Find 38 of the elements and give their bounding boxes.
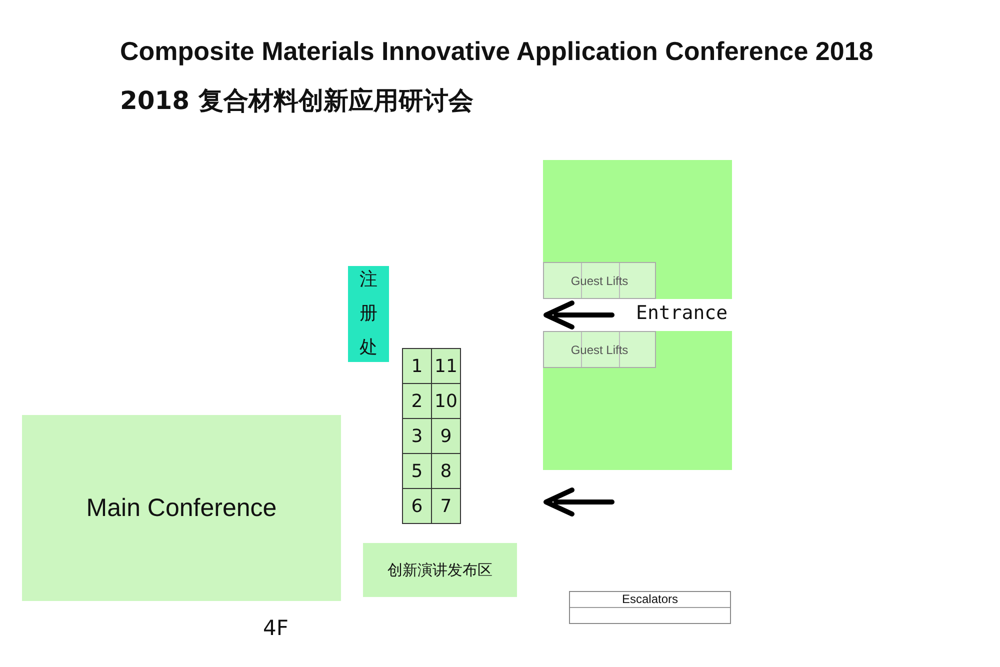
booth-number: 10	[434, 390, 458, 412]
conference-room	[22, 415, 341, 601]
registration-desk	[348, 266, 389, 362]
title: Composite Materials Innovative Application Conference 2018	[120, 36, 874, 67]
booth-number: 11	[434, 356, 458, 376]
booth-number: 7	[440, 496, 452, 516]
lift-block	[543, 262, 656, 299]
booth-number: 3	[411, 426, 423, 446]
desk-label: 注册处	[360, 268, 378, 360]
booth-number: 8	[440, 460, 452, 482]
booth-number: 2	[411, 390, 423, 412]
booth	[431, 383, 461, 419]
booth-number: 1	[411, 356, 423, 376]
booth-number: 9	[440, 426, 452, 446]
floor-label: 4F	[263, 616, 288, 640]
booth	[431, 488, 461, 524]
booth	[431, 418, 461, 454]
booth	[402, 453, 432, 489]
booth	[402, 383, 432, 419]
booth	[402, 488, 432, 524]
booth-number: 5	[411, 460, 423, 482]
booth-number: 6	[411, 496, 423, 516]
entrance-label: Entrance	[636, 302, 728, 324]
hall-block	[543, 331, 732, 470]
lift-block	[543, 331, 656, 368]
presentation-area	[363, 543, 517, 597]
subtitle: 2018 复合材料创新应用研讨会	[120, 85, 474, 117]
escalator-block	[569, 591, 731, 624]
lift-label: Guest Lifts	[570, 342, 628, 356]
escalator-label: Escalators	[622, 592, 678, 606]
lift-label: Guest Lifts	[570, 274, 628, 288]
hall-block	[543, 160, 732, 299]
room-label: Main Conference	[86, 494, 277, 522]
booth	[402, 418, 432, 454]
area-label: 创新演讲发布区	[388, 560, 492, 580]
booth	[402, 348, 432, 384]
booth	[431, 348, 461, 384]
booth	[431, 453, 461, 489]
